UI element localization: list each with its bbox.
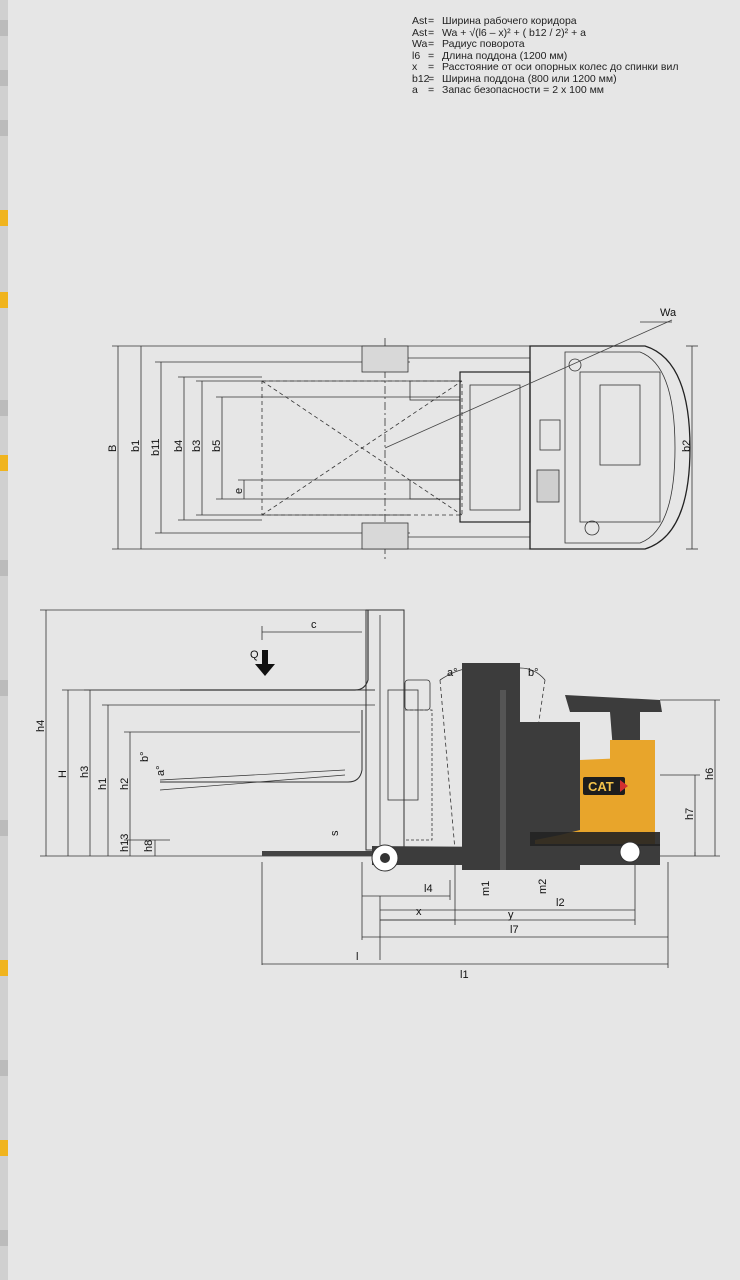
dim-label-b4: b4 [173,440,185,452]
dim-label-l1: l1 [460,969,469,981]
dim-label-h1: h1 [97,778,109,790]
legend-row: Ast=Ширина рабочего коридора [412,15,577,27]
legend-row: b12=Ширина поддона (800 или 1200 мм) [412,72,617,85]
dim-label-B: B [107,445,119,452]
wa-label: Wa [660,307,677,319]
legend-symbol: l6 [412,49,421,62]
legend-row: l6=Длина поддона (1200 мм) [412,49,568,62]
legend-text: Радиус поворота [442,38,525,50]
edge-marker [0,1060,8,1076]
edge-marker [0,455,8,471]
dim-label-b11: b11 [150,438,162,456]
legend-text: Длина поддона (1200 мм) [442,49,568,62]
dim-label-l: l [356,951,358,963]
legend-text: Расстояние от оси опорных колес до спинк… [442,61,679,73]
legend-row: a=Запас безопасности = 2 x 100 мм [412,84,605,96]
fork-angle-label-a: a° [155,765,167,776]
dim-label-h4: h4 [35,720,47,732]
formula-legend: Ast=Ширина рабочего коридора Ast=Wa + √(… [412,15,679,97]
legend-symbol: x [412,61,418,73]
edge-marker [0,120,8,136]
dim-label-H: H [57,770,69,778]
edge-marker [0,960,8,976]
legend-text: Ширина рабочего коридора [442,15,577,27]
dim-label-l7: l7 [510,924,519,936]
dim-label-y: y [508,909,514,921]
page-edge-strip [0,0,8,1280]
cat-logo [583,777,625,795]
cat-logo-text: CAT [588,779,614,794]
edge-marker [0,680,8,696]
dim-label-b5: b5 [211,440,223,452]
angle-label-b: b° [528,667,539,679]
load-label-q: Q [250,649,259,661]
legend-row: x=Расстояние от оси опорных колес до спи… [412,61,679,73]
dim-label-h6: h6 [704,768,716,780]
dim-label-h13: h13 [119,834,131,852]
legend-symbol: Ast [412,26,428,39]
dim-label-l2: l2 [556,897,565,909]
load-arrow-icon [255,650,275,676]
edge-marker [0,70,8,86]
edge-marker [0,1230,8,1246]
edge-marker [0,560,8,576]
cat-logo-triangle [620,780,628,792]
dim-label-h8: h8 [143,840,155,852]
edge-marker [0,400,8,416]
dim-label-s: s [329,830,341,836]
edge-marker [0,820,8,836]
dim-label-h2: h2 [119,778,131,790]
dim-label-m1: m1 [480,881,492,896]
legend-symbol: Ast [412,15,428,27]
dim-label-b2: b2 [681,440,693,452]
legend-text: Wa + √(l6 – x)² + ( b12 / 2)² + a [442,26,586,39]
angle-label-a: a° [447,667,458,679]
fork-angle-label-b: b° [139,751,151,762]
dim-label-l4: l4 [424,883,433,895]
dim-label-x: x [416,906,422,918]
legend-text: Запас безопасности = 2 x 100 мм [442,84,605,96]
dim-label-e: e [233,488,245,494]
dim-label-h7: h7 [684,808,696,820]
dim-label-h3: h3 [79,766,91,778]
dim-label-m2: m2 [537,879,549,894]
legend-symbol: b12 [412,72,430,85]
edge-marker [0,210,8,226]
legend-symbol: Wa [412,38,428,50]
edge-marker [0,20,8,36]
legend-symbol: a [412,84,418,96]
legend-row: Ast=Wa + √(l6 – x)² + ( b12 / 2)² + a [412,26,586,39]
legend-row: Wa=Радиус поворота [412,38,525,50]
edge-marker [0,292,8,308]
dim-label-b3: b3 [191,440,203,452]
dim-label-c: c [311,619,317,631]
dim-label-b1: b1 [130,440,142,452]
edge-marker [0,1140,8,1156]
legend-text: Ширина поддона (800 или 1200 мм) [442,72,617,85]
